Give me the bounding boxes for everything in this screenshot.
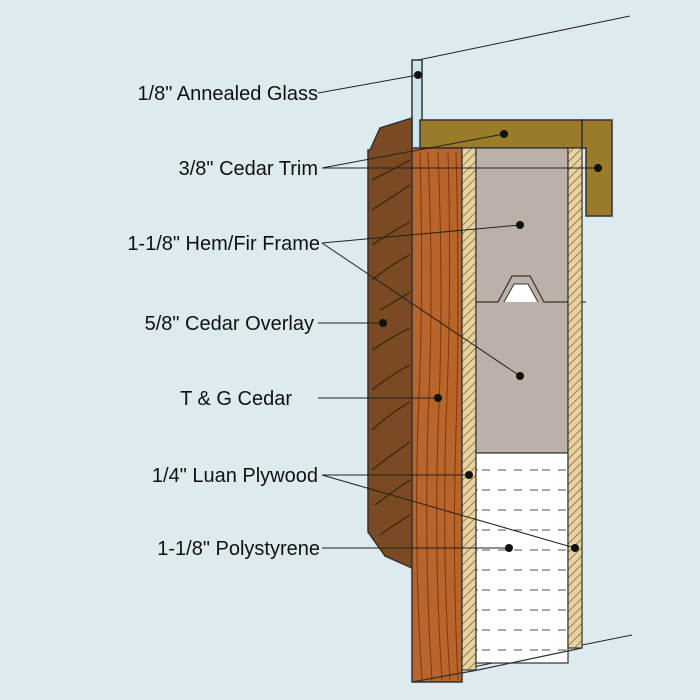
tg-cedar-board — [411, 147, 463, 683]
leader-luan-2 — [321, 474, 576, 549]
dot-frame-lower — [516, 372, 524, 380]
label-trim: 3/8" Cedar Trim — [179, 158, 318, 180]
dot-tg — [434, 394, 442, 402]
luan-plywood-right — [567, 147, 583, 649]
label-tg: T & G Cedar — [180, 388, 292, 410]
label-glass: 1/8" Annealed Glass — [137, 83, 318, 105]
wall-bottom-edge — [411, 647, 583, 683]
leader-glass — [317, 74, 419, 94]
dot-luan-left — [465, 471, 473, 479]
frame-joint-notch — [503, 283, 539, 303]
dot-luan-right — [571, 544, 579, 552]
leader-frame-1 — [321, 224, 521, 244]
dot-trim-side — [594, 164, 602, 172]
tg-cedar-grain — [416, 151, 459, 681]
dot-trim-top — [500, 130, 508, 138]
callout-dots — [379, 71, 602, 552]
leader-trim-1 — [321, 133, 505, 169]
cedar-overlay-grain — [371, 159, 411, 536]
dot-poly — [505, 544, 513, 552]
top-edge-line — [417, 15, 631, 61]
dot-glass — [414, 71, 422, 79]
labels: 1/8" Annealed Glass 3/8" Cedar Trim 1-1/… — [127, 83, 320, 560]
label-overlay: 5/8" Cedar Overlay — [145, 313, 314, 335]
dot-frame-upper — [516, 221, 524, 229]
dot-overlay — [379, 319, 387, 327]
luan-plywood-left — [461, 147, 477, 671]
polystyrene-insulation — [475, 452, 569, 664]
leader-frame-2 — [321, 242, 521, 377]
cedar-overlay — [367, 116, 413, 570]
leader-lines — [317, 74, 598, 549]
label-luan: 1/4" Luan Plywood — [152, 465, 318, 487]
label-frame: 1-1/8" Hem/Fir Frame — [127, 233, 320, 255]
label-poly: 1-1/8" Polystyrene — [157, 538, 320, 560]
